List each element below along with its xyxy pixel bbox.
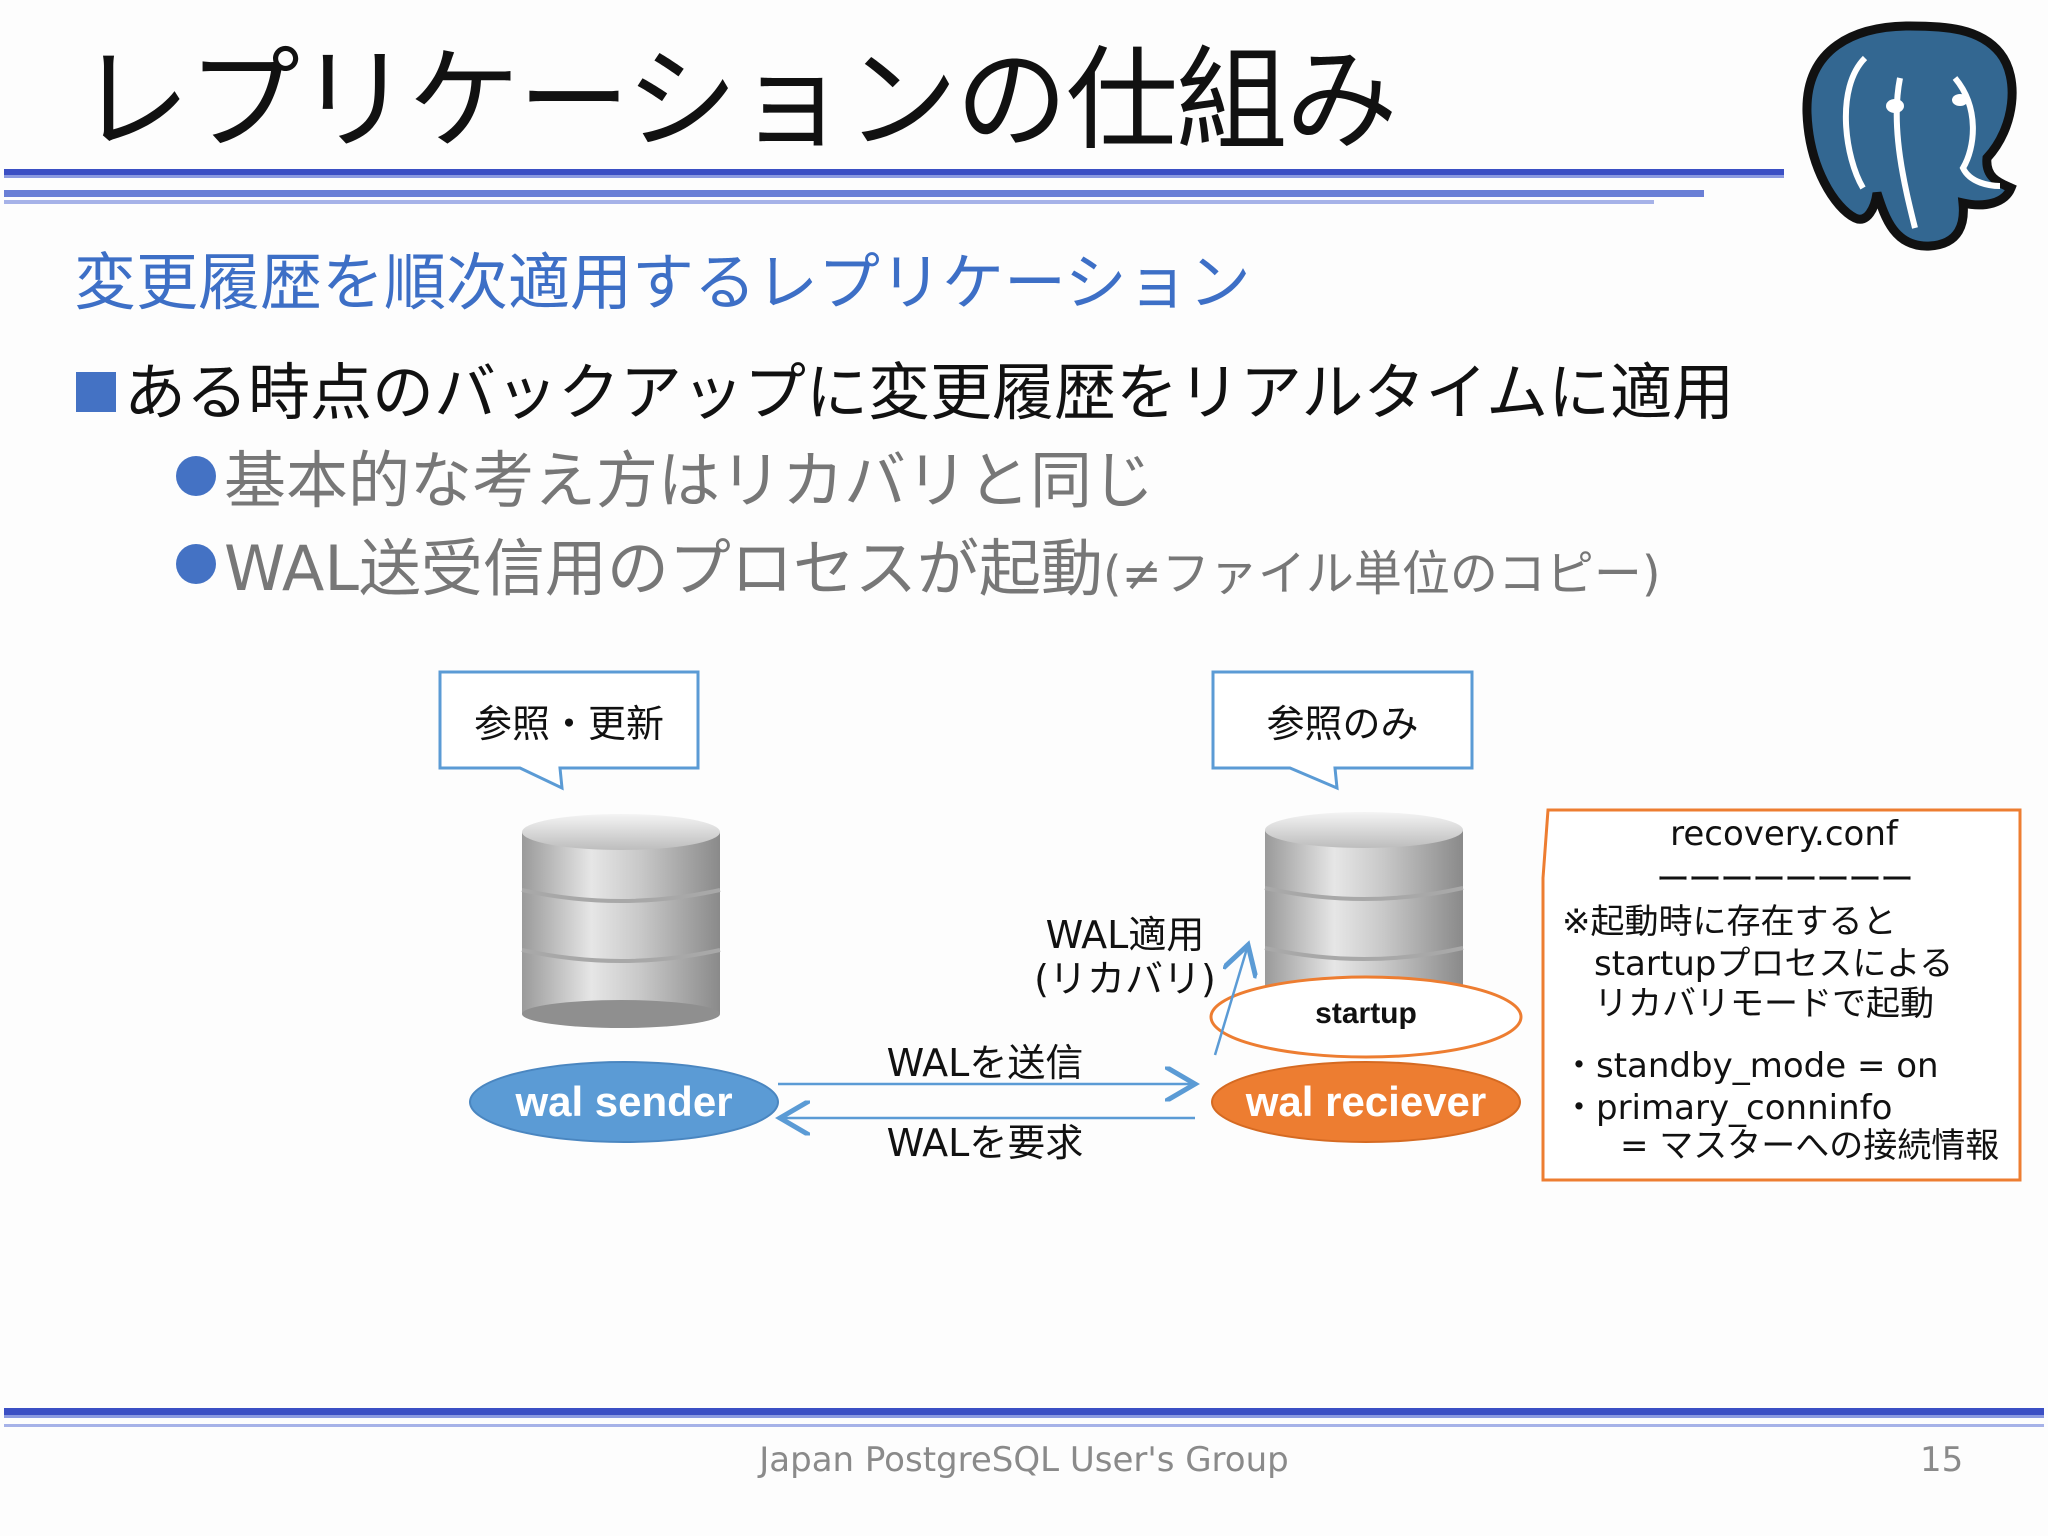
primary-database-icon: [522, 814, 720, 1028]
startup-label: startup: [1212, 997, 1520, 1031]
footer-org: Japan PostgreSQL User's Group: [0, 1440, 2048, 1480]
page-number: 15: [1920, 1440, 1963, 1480]
send-label: WALを送信: [865, 1032, 1105, 1087]
wal-apply-label-line2: (リカバリ): [1010, 948, 1240, 1003]
recovery-conf-note3: リカバリモードで起動: [1594, 976, 1934, 1025]
wal-receiver-label: wal reciever: [1212, 1078, 1520, 1126]
standby-callout-label: 参照のみ: [1213, 693, 1472, 748]
footer-divider: [4, 1408, 2044, 1427]
primary-callout-label: 参照・更新: [440, 693, 698, 748]
recovery-conf-title: recovery.conf: [1548, 814, 2020, 854]
wal-sender-label: wal sender: [470, 1078, 778, 1126]
request-label: WALを要求: [865, 1112, 1105, 1167]
recovery-conf-param3: = マスターへの接続情報: [1620, 1118, 1999, 1167]
